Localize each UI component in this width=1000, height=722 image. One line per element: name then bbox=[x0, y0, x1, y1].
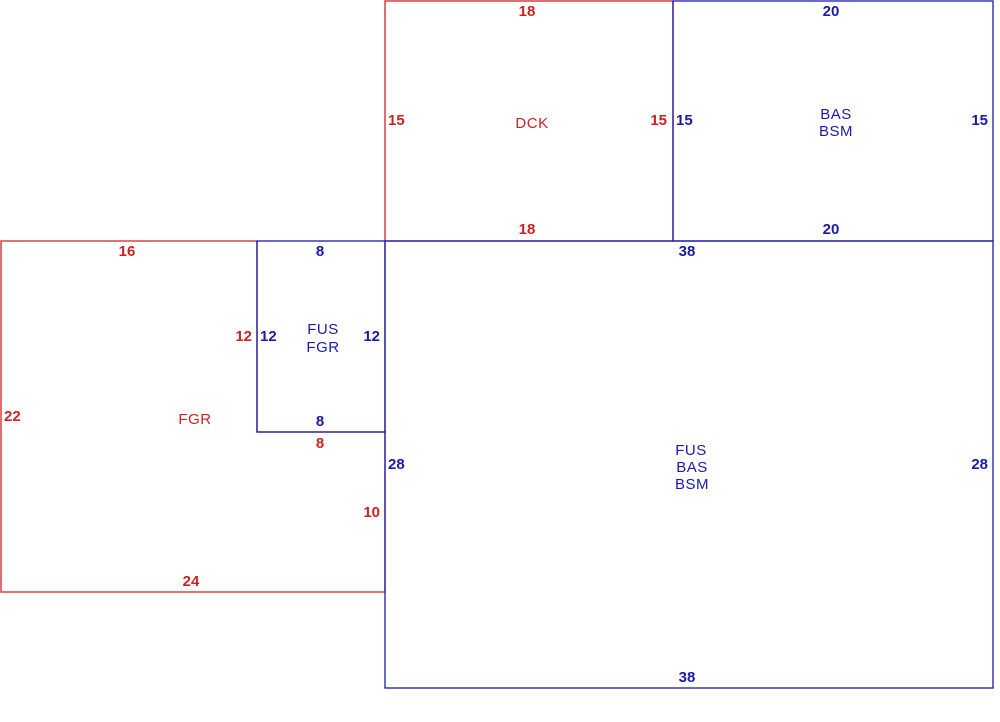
fus-bas-bsm-code-2: BAS bbox=[676, 459, 708, 476]
bas-bsm-dim-top: 20 bbox=[823, 3, 840, 20]
fus-bas-bsm-region-outline bbox=[384, 240, 994, 689]
bas-bsm-code-1: BAS bbox=[820, 106, 852, 123]
dck-dim-right: 15 bbox=[650, 112, 667, 129]
dck-dim-left: 15 bbox=[388, 112, 405, 129]
fgr-dim-left: 22 bbox=[4, 408, 21, 425]
fus-fgr-dim-bottom: 8 bbox=[316, 413, 324, 430]
bas-bsm-dim-left: 15 bbox=[676, 112, 693, 129]
dck-dim-top: 18 bbox=[519, 3, 536, 20]
fus-fgr-code-1: FUS bbox=[307, 321, 339, 338]
fus-bas-bsm-dim-top: 38 bbox=[679, 243, 696, 260]
fus-fgr-dim-right: 12 bbox=[363, 328, 380, 345]
bas-bsm-dim-bottom: 20 bbox=[823, 221, 840, 238]
fus-bas-bsm-dim-right: 28 bbox=[971, 456, 988, 473]
fus-fgr-region: 8 8 12 12 FUS FGR bbox=[260, 243, 380, 430]
fus-bas-bsm-dim-bottom: 38 bbox=[679, 669, 696, 686]
fus-bas-bsm-code-3: BSM bbox=[675, 476, 709, 493]
fgr-dim-top: 16 bbox=[119, 243, 136, 260]
fgr-code: FGR bbox=[178, 411, 211, 428]
bas-bsm-region: 20 20 15 15 BAS BSM bbox=[676, 3, 988, 238]
fgr-dim-bottom: 24 bbox=[183, 573, 200, 590]
fgr-dim-lower-right: 10 bbox=[363, 504, 380, 521]
fus-fgr-dim-left: 12 bbox=[260, 328, 277, 345]
dck-dim-bottom: 18 bbox=[519, 221, 536, 238]
fgr-region: 16 12 8 22 10 24 FGR bbox=[4, 243, 380, 590]
fgr-dim-inner-right: 12 bbox=[235, 328, 252, 345]
bas-bsm-code-2: BSM bbox=[819, 123, 853, 140]
fus-bas-bsm-code-1: FUS bbox=[675, 442, 707, 459]
fus-fgr-dim-top: 8 bbox=[316, 243, 324, 260]
fgr-dim-inner-bottom: 8 bbox=[316, 435, 324, 452]
dck-code: DCK bbox=[515, 115, 548, 132]
dck-region: 18 18 15 15 DCK bbox=[388, 3, 667, 238]
fus-bas-bsm-region: 38 38 28 28 FUS BAS BSM bbox=[388, 243, 988, 686]
fus-bas-bsm-dim-left: 28 bbox=[388, 456, 405, 473]
bas-bsm-dim-right: 15 bbox=[971, 112, 988, 129]
fus-fgr-code-2: FGR bbox=[306, 339, 339, 356]
